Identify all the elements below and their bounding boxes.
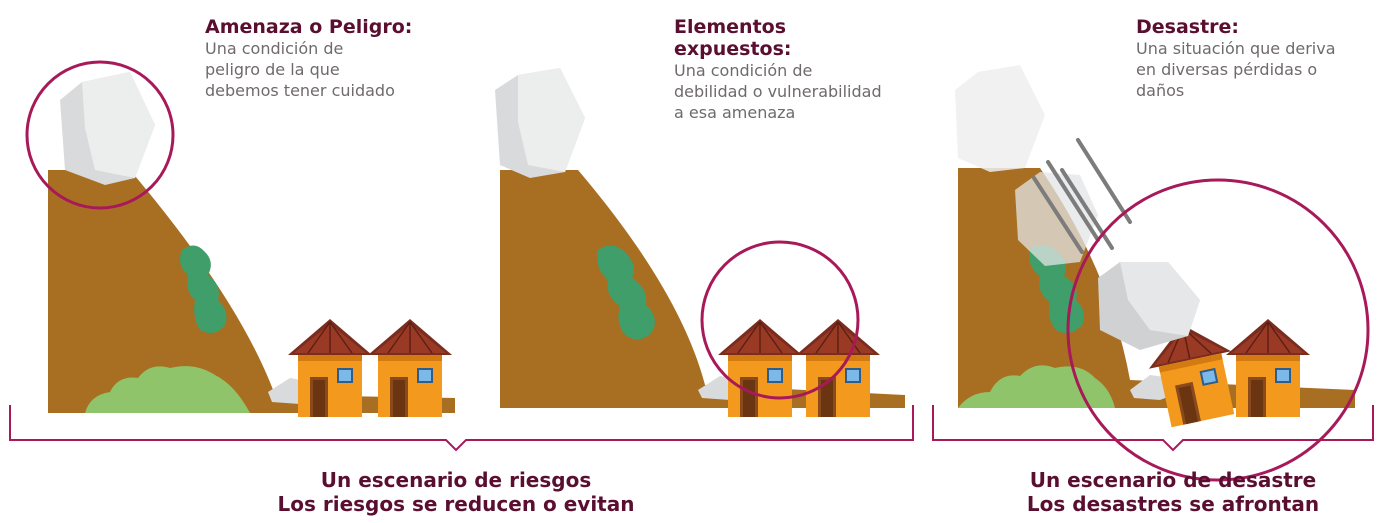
bracket-risk [9, 405, 914, 452]
hazard-desc-line-3: debemos tener cuidado [205, 81, 395, 100]
bracket-disaster [932, 405, 1374, 452]
tree-2 [597, 245, 655, 340]
exposure-title-line-1: Elementos [674, 16, 787, 38]
house-3b [1225, 318, 1311, 418]
highlight-circle-exposure [700, 240, 860, 400]
exposure-desc-line-3: a esa amenaza [674, 103, 796, 122]
disaster-caption-line-2: Los desastres se afrontan [1026, 492, 1320, 516]
panel-disaster-scene [955, 65, 1370, 482]
house-1b [367, 318, 453, 418]
hill-2 [500, 170, 905, 408]
disaster-caption: Un escenario de desastre Los desastres s… [993, 468, 1353, 516]
disaster-title: Desastre: [1136, 16, 1240, 38]
highlight-circle-hazard [25, 60, 175, 210]
house-1a [287, 318, 373, 418]
exposure-desc-line-1: Una condición de [674, 61, 813, 80]
disaster-label: Desastre: Una situación que deriva en di… [1136, 16, 1336, 101]
rock-faded-top [955, 65, 1045, 172]
exposure-desc-line-2: debilidad o vulnerabilidad [674, 82, 882, 101]
exposure-title-line-2: expuestos: [674, 38, 792, 60]
house-2b [795, 318, 881, 418]
tree-1 [180, 245, 227, 334]
panel-exposure-scene [495, 68, 905, 418]
exposure-label: Elementos expuestos: Una condición de de… [674, 16, 882, 123]
house-2a [717, 318, 803, 418]
hazard-title: Amenaza o Peligro: [205, 16, 413, 38]
disaster-caption-line-1: Un escenario de desastre [1029, 468, 1317, 492]
panel-hazard-scene [25, 60, 455, 418]
disaster-desc-line-2: en diversas pérdidas o [1136, 60, 1318, 79]
hazard-label: Amenaza o Peligro: Una condición de peli… [205, 16, 412, 101]
hazard-desc-line-1: Una condición de [205, 39, 344, 58]
risk-caption-line-1: Un escenario de riesgos [320, 468, 592, 492]
risk-caption: Un escenario de riesgos Los riesgos se r… [256, 468, 656, 516]
bush-1 [85, 366, 250, 413]
risk-caption-line-2: Los riesgos se reducen o evitan [277, 492, 635, 516]
hazard-desc-line-2: peligro de la que [205, 60, 340, 79]
hill-1 [48, 170, 455, 413]
highlight-circle-disaster [1066, 178, 1370, 482]
disaster-desc-line-3: daños [1136, 81, 1185, 100]
disaster-desc-line-1: Una situación que deriva [1136, 39, 1336, 58]
